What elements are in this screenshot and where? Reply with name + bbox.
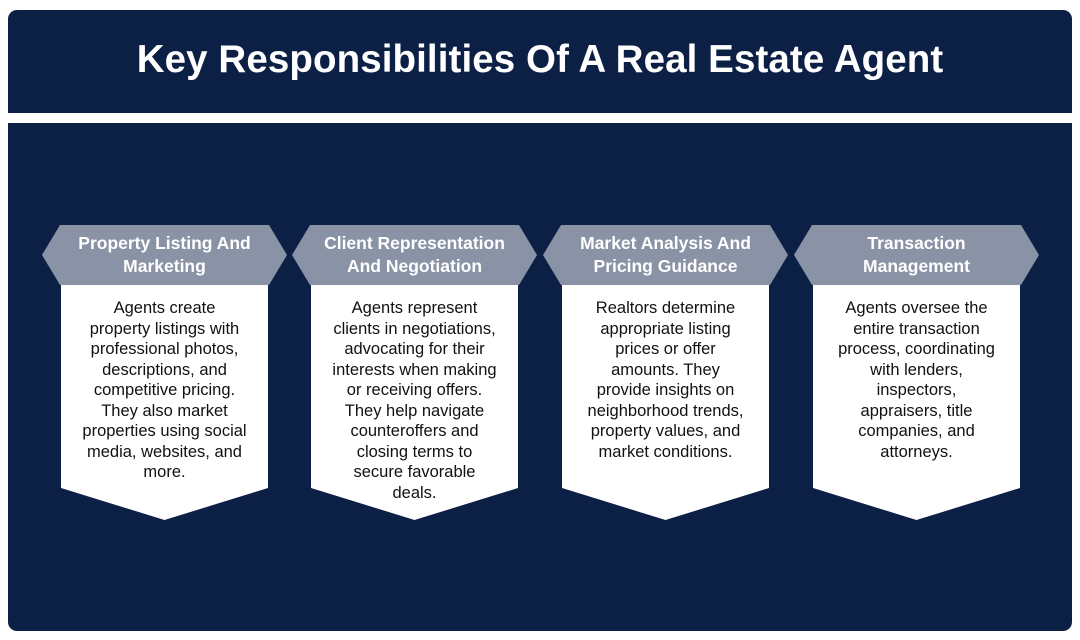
card-description: Agents oversee the entire transaction pr… — [838, 299, 995, 461]
card-title: Transaction Management — [863, 233, 970, 276]
card-title: Property Listing And Marketing — [78, 233, 251, 276]
page-title: Key Responsibilities Of A Real Estate Ag… — [136, 37, 944, 81]
responsibility-card-transaction-management: Transaction Management Agents oversee th… — [794, 225, 1039, 521]
responsibility-card-client-representation: Client Representation And Negotiation Ag… — [292, 225, 537, 521]
card-shape — [543, 225, 788, 520]
card-shape — [292, 225, 537, 520]
card-shape — [42, 225, 287, 520]
card-title: Market Analysis And Pricing Guidance — [580, 233, 751, 276]
card-shape — [794, 225, 1039, 520]
card-description: Realtors determine appropriate listing p… — [587, 299, 744, 461]
title-banner: Key Responsibilities Of A Real Estate Ag… — [8, 10, 1072, 113]
responsibility-card-market-analysis: Market Analysis And Pricing Guidance Rea… — [543, 225, 788, 521]
card-title: Client Representation And Negotiation — [324, 233, 505, 276]
card-description: Agents represent clients in negotiations… — [332, 299, 497, 502]
responsibility-card-property-listing: Property Listing And Marketing Agents cr… — [42, 225, 287, 521]
card-description: Agents create property listings with pro… — [82, 299, 247, 481]
